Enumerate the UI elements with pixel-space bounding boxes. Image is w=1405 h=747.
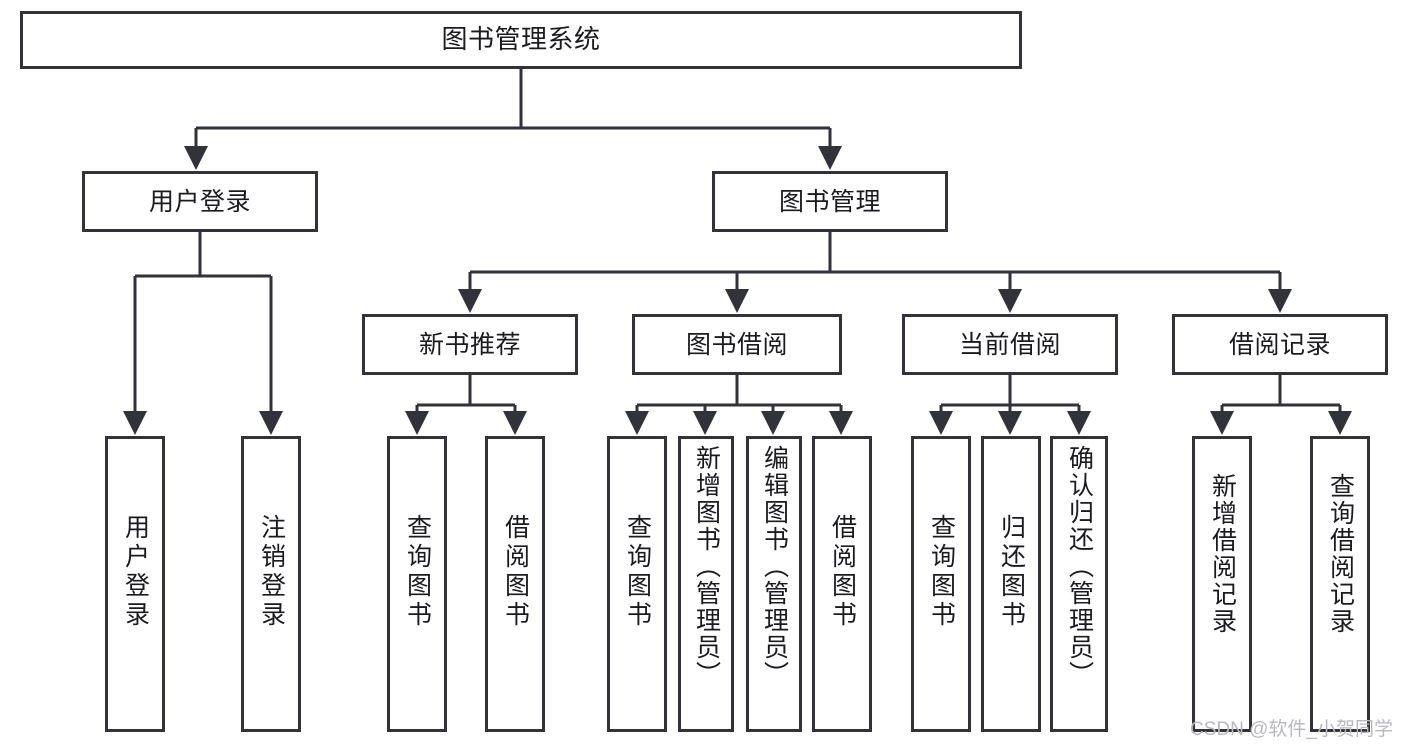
node-leaf-return-book[interactable]: 归还图书 [981,436,1041,732]
node-leaf-add-record-label: 新增借阅记录 [1208,473,1237,635]
node-leaf-logout-login[interactable]: 注销登录 [241,436,301,732]
node-leaf-confirm-return-label: 确认归还（管理员） [1065,445,1094,688]
node-current-borrow[interactable]: 当前借阅 [902,314,1118,375]
node-leaf-add-book-label: 新增图书（管理员） [692,445,721,688]
node-user-login[interactable]: 用户登录 [82,171,318,232]
node-leaf-query-book-3-label: 查询图书 [927,514,956,630]
node-leaf-query-book-2-label: 查询图书 [623,514,652,630]
node-root-label: 图书管理系统 [441,24,601,55]
node-leaf-confirm-return[interactable]: 确认归还（管理员） [1050,436,1108,732]
node-book-borrow[interactable]: 图书借阅 [632,314,842,375]
node-book-management[interactable]: 图书管理 [712,171,948,232]
node-leaf-return-book-label: 归还图书 [997,514,1026,630]
node-root[interactable]: 图书管理系统 [20,11,1022,69]
node-leaf-edit-book-label: 编辑图书（管理员） [760,445,789,688]
node-new-book-recommend-label: 新书推荐 [418,330,521,359]
node-leaf-edit-book[interactable]: 编辑图书（管理员） [746,436,802,732]
node-book-management-label: 图书管理 [778,187,881,216]
node-leaf-query-record[interactable]: 查询借阅记录 [1310,436,1370,732]
node-leaf-borrow-book-2-label: 借阅图书 [828,514,857,630]
node-leaf-user-login-label: 用户登录 [121,514,150,630]
node-leaf-add-record[interactable]: 新增借阅记录 [1192,436,1252,732]
node-leaf-query-book-1-label: 查询图书 [403,514,432,630]
node-leaf-borrow-book-1-label: 借阅图书 [501,514,530,630]
node-leaf-logout-login-label: 注销登录 [257,514,286,630]
node-user-login-label: 用户登录 [148,187,251,216]
node-book-borrow-label: 图书借阅 [685,330,788,359]
node-leaf-add-book[interactable]: 新增图书（管理员） [678,436,734,732]
node-leaf-query-record-label: 查询借阅记录 [1326,473,1355,635]
node-leaf-borrow-book-1[interactable]: 借阅图书 [485,436,545,732]
node-new-book-recommend[interactable]: 新书推荐 [362,314,578,375]
csdn-watermark: CSDN @软件_小贺同学 [1190,719,1393,740]
node-leaf-query-book-2[interactable]: 查询图书 [607,436,667,732]
node-borrow-record-label: 借阅记录 [1228,330,1331,359]
node-leaf-query-book-3[interactable]: 查询图书 [911,436,971,732]
node-borrow-record[interactable]: 借阅记录 [1172,314,1388,375]
node-leaf-borrow-book-2[interactable]: 借阅图书 [812,436,872,732]
node-leaf-query-book-1[interactable]: 查询图书 [387,436,447,732]
node-current-borrow-label: 当前借阅 [958,330,1061,359]
node-leaf-user-login[interactable]: 用户登录 [105,436,165,732]
